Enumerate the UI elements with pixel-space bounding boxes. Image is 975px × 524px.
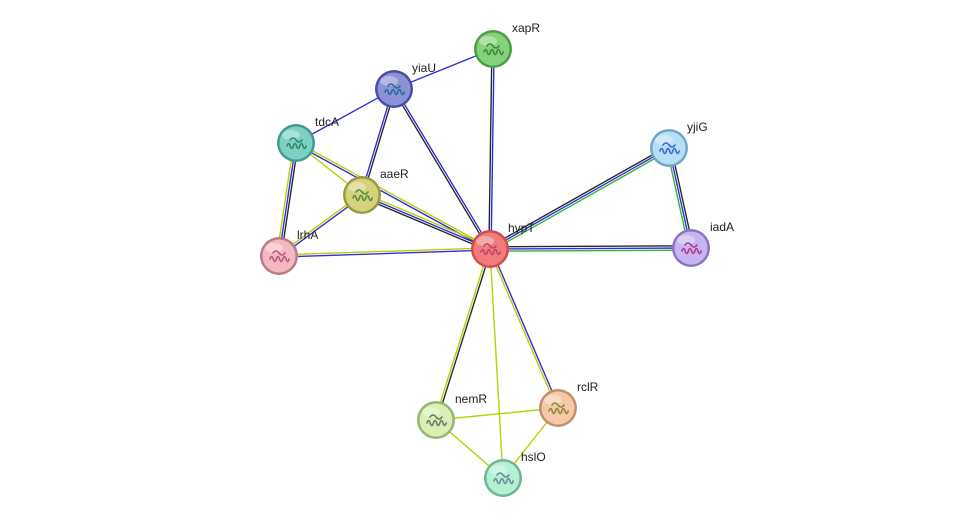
node-highlight [479,36,497,46]
edge-line [280,143,299,257]
node-circle [419,403,453,437]
edge-line [360,196,490,252]
node-highlight [380,76,398,86]
node-label: iadA [710,220,734,234]
edge-hypT-hslO [489,248,504,479]
node-label: lrhA [297,228,318,242]
edge-line [278,247,490,256]
node-rclR[interactable]: rclR [539,380,599,427]
node-highlight [422,407,440,417]
node-circle [486,461,520,495]
node-label: yjiG [687,120,708,134]
node-circle [262,239,296,273]
nodes-layer: hypT xapR yiaU tdcA aaeR lrhA yjiG iadA nemR rclR… [260,21,734,497]
edge-hypT-lrhA [278,247,491,258]
edge-line [279,249,491,258]
edge-line [392,89,490,250]
protein-structure-icon [269,250,290,263]
protein-structure-icon [352,189,373,202]
edge-line [490,249,692,252]
edge-line [488,249,558,409]
node-iadA[interactable]: iadA [672,220,734,267]
edge-hypT-yjiG [488,145,671,252]
edge-line [489,248,504,479]
edge-line [490,49,495,250]
node-circle [279,126,313,160]
node-label: xapR [512,21,540,35]
edge-nemR-rclR [435,407,559,421]
edge-line [490,149,671,252]
edge-tdcA-lrhA [276,142,299,257]
node-highlight [476,236,494,246]
node-highlight [265,243,283,253]
edge-line [488,48,493,249]
node-lrhA[interactable]: lrhA [260,228,318,275]
edge-line [489,147,670,250]
edge-line [361,194,491,250]
edge-line [489,247,692,250]
node-yjiG[interactable]: yjiG [650,120,708,167]
node-hslO[interactable]: hslO [484,450,546,497]
protein-structure-icon [480,243,501,256]
protein-structure-icon [483,43,504,56]
protein-structure-icon [384,83,405,96]
node-circle [345,178,379,212]
node-circle [652,131,686,165]
node-xapR[interactable]: xapR [474,21,540,68]
node-label: aaeR [380,167,409,181]
node-tdcA[interactable]: tdcA [277,115,339,162]
edge-line [276,142,295,256]
node-highlight [655,135,673,145]
protein-structure-icon [659,142,680,155]
node-label: tdcA [315,115,339,129]
node-label: nemR [455,392,487,406]
edge-line [434,248,490,420]
node-circle [473,232,507,266]
node-circle [541,391,575,425]
node-label: yiaU [412,61,436,75]
protein-structure-icon [286,137,307,150]
edge-line [362,192,492,248]
edge-hypT-aaeR [360,192,492,252]
node-highlight [282,130,300,140]
edge-hypT-rclR [488,248,560,409]
edge-line [488,145,669,248]
edge-line [490,248,560,408]
edge-hypT-yiaU [392,88,492,250]
edge-hypT-xapR [488,48,495,250]
node-circle [674,231,708,265]
node-label: hslO [521,450,546,464]
edge-line [489,245,691,248]
edge-line [278,142,297,257]
edge-line [435,407,559,421]
edge-line [296,141,491,249]
protein-structure-icon [426,414,447,427]
node-yiaU[interactable]: yiaU [375,61,436,108]
node-nemR[interactable]: nemR [417,392,487,439]
node-label: hypT [508,221,535,235]
edge-hypT-nemR [434,248,492,421]
edge-line [436,249,492,421]
node-hypT[interactable]: hypT [471,221,535,268]
node-circle [476,32,510,66]
protein-structure-icon [548,402,569,415]
node-circle [377,72,411,106]
edge-hypT-iadA [489,245,692,252]
node-label: rclR [577,380,599,394]
edge-line [394,88,492,249]
node-highlight [544,395,562,405]
protein-structure-icon [493,472,514,485]
node-aaeR[interactable]: aaeR [343,167,409,214]
node-highlight [489,465,507,475]
node-highlight [348,182,366,192]
protein-structure-icon [681,242,702,255]
node-highlight [677,235,695,245]
